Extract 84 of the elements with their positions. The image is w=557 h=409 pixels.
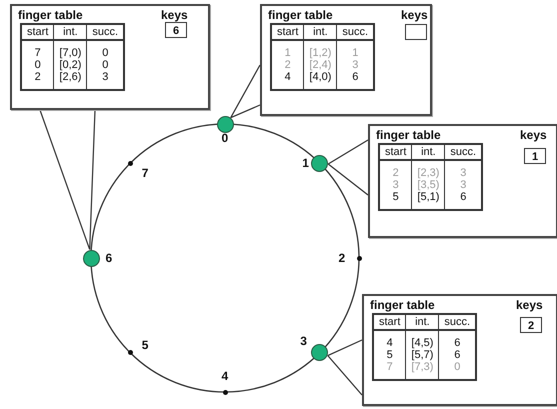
keys-box <box>405 24 427 40</box>
column-header: succ. <box>336 24 374 40</box>
column-header: start <box>271 24 304 40</box>
identifier-label: 3 <box>300 334 307 348</box>
callout-pointer <box>39 109 96 250</box>
identifier-dot <box>222 390 228 394</box>
identifier-dot <box>128 350 133 356</box>
identifier-label: 5 <box>142 338 148 352</box>
table-value: 2 <box>379 160 412 179</box>
column-header: start <box>373 314 406 330</box>
table-value: 6 <box>444 191 482 210</box>
identifier-label: 0 <box>222 131 228 145</box>
identifier-label: 1 <box>302 156 309 170</box>
identifier-label: 7 <box>142 166 148 180</box>
column-header: succ. <box>444 144 482 160</box>
keys-box: 1 <box>524 148 546 164</box>
table-value: 2 <box>21 71 54 90</box>
keys-box: 6 <box>165 22 187 38</box>
table-value: [4,5) <box>406 330 439 349</box>
table-value: [5,1) <box>412 191 445 210</box>
callout-pointer <box>327 339 363 396</box>
table-value: 7 <box>21 40 54 59</box>
column-header: int. <box>412 144 445 160</box>
column-header: start <box>21 24 54 40</box>
keys-heading: keys <box>401 8 428 22</box>
table-value: [7,0) <box>54 40 87 59</box>
finger-table-callout <box>260 4 432 116</box>
peer-node <box>311 344 328 362</box>
table-value: 6 <box>438 349 476 361</box>
identifier-label: 4 <box>222 369 228 383</box>
table-title: finger table <box>268 8 333 22</box>
identifier-label: 6 <box>106 251 112 265</box>
table-value: [1,2) <box>304 40 337 59</box>
table-title: finger table <box>370 298 435 312</box>
peer-node <box>216 116 234 132</box>
table-value: [2,3) <box>412 160 445 179</box>
callout-pointer <box>230 64 261 118</box>
table-value: [2,6) <box>54 71 87 90</box>
column-header: start <box>379 144 412 160</box>
table-value: 2 <box>271 59 304 71</box>
table-value: 0 <box>21 59 54 71</box>
table-value: 7 <box>373 361 406 380</box>
table-value: 5 <box>373 349 406 361</box>
finger-table-callout <box>368 124 557 238</box>
table-value: [3,5) <box>412 179 445 191</box>
keys-heading: keys <box>516 298 543 312</box>
table-value: 5 <box>379 191 412 210</box>
table-value: [5,7) <box>406 349 439 361</box>
column-header: int. <box>304 24 337 40</box>
callout-pointer <box>328 139 369 196</box>
table-value: 6 <box>336 71 374 90</box>
column-header: int. <box>54 24 87 40</box>
keys-heading: keys <box>161 8 188 22</box>
table-title: finger table <box>18 8 83 22</box>
identifier-dot <box>356 256 362 260</box>
finger-table-callout <box>10 4 210 110</box>
keys-heading: keys <box>520 128 547 142</box>
table-value: 0 <box>86 59 124 71</box>
column-header: succ. <box>86 24 124 40</box>
table-value: 4 <box>373 330 406 349</box>
finger-table-callout <box>362 294 557 406</box>
table-value: 4 <box>271 71 304 90</box>
table-value: 3 <box>336 59 374 71</box>
table-value: 3 <box>379 179 412 191</box>
identifier-dot <box>128 160 133 166</box>
table-value: 0 <box>86 40 124 59</box>
keys-box: 2 <box>520 317 542 333</box>
table-value: [7,3) <box>406 361 439 380</box>
table-value: 0 <box>438 361 476 380</box>
table-value: [2,4) <box>304 59 337 71</box>
identifier-label: 2 <box>338 251 346 265</box>
peer-node <box>311 154 328 172</box>
column-header: int. <box>406 314 439 330</box>
column-header: succ. <box>438 314 476 330</box>
table-value: 3 <box>444 160 482 179</box>
table-value: 3 <box>86 71 124 90</box>
table-value: [0,2) <box>54 59 87 71</box>
table-value: [4,0) <box>304 71 337 90</box>
table-title: finger table <box>376 128 441 142</box>
table-value: 3 <box>444 179 482 191</box>
table-value: 1 <box>336 40 374 59</box>
table-value: 6 <box>438 330 476 349</box>
peer-node <box>82 250 100 266</box>
table-value: 1 <box>271 40 304 59</box>
